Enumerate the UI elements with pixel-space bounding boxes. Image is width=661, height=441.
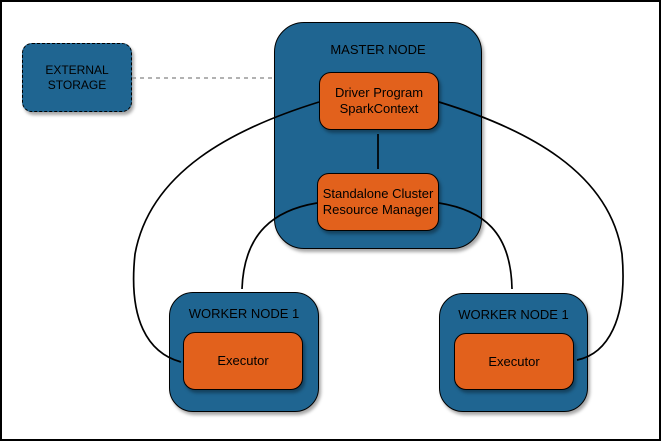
external-storage-label-line2: STORAGE <box>47 77 107 92</box>
worker-node-left-label: WORKER NODE 1 <box>188 306 300 321</box>
external-storage-node: EXTERNAL STORAGE <box>22 43 132 112</box>
executor-right-box: Executor <box>454 333 574 390</box>
worker-node-right-label: WORKER NODE 1 <box>458 307 569 322</box>
resource-manager-box: Standalone Cluster Resource Manager <box>317 173 439 231</box>
driver-program-label-line1: Driver Program <box>334 85 424 100</box>
executor-left-label: Executor <box>217 353 269 368</box>
executor-left-box: Executor <box>183 332 303 390</box>
executor-right-label: Executor <box>488 353 540 369</box>
external-storage-label-line1: EXTERNAL <box>45 62 109 77</box>
resource-manager-label-line1: Standalone Cluster <box>322 186 434 201</box>
driver-program-label-line2: SparkContext <box>339 101 419 116</box>
driver-program-box: Driver Program SparkContext <box>319 72 439 130</box>
master-node-label: MASTER NODE <box>330 42 426 57</box>
resource-manager-label-line2: Resource Manager <box>322 202 434 217</box>
